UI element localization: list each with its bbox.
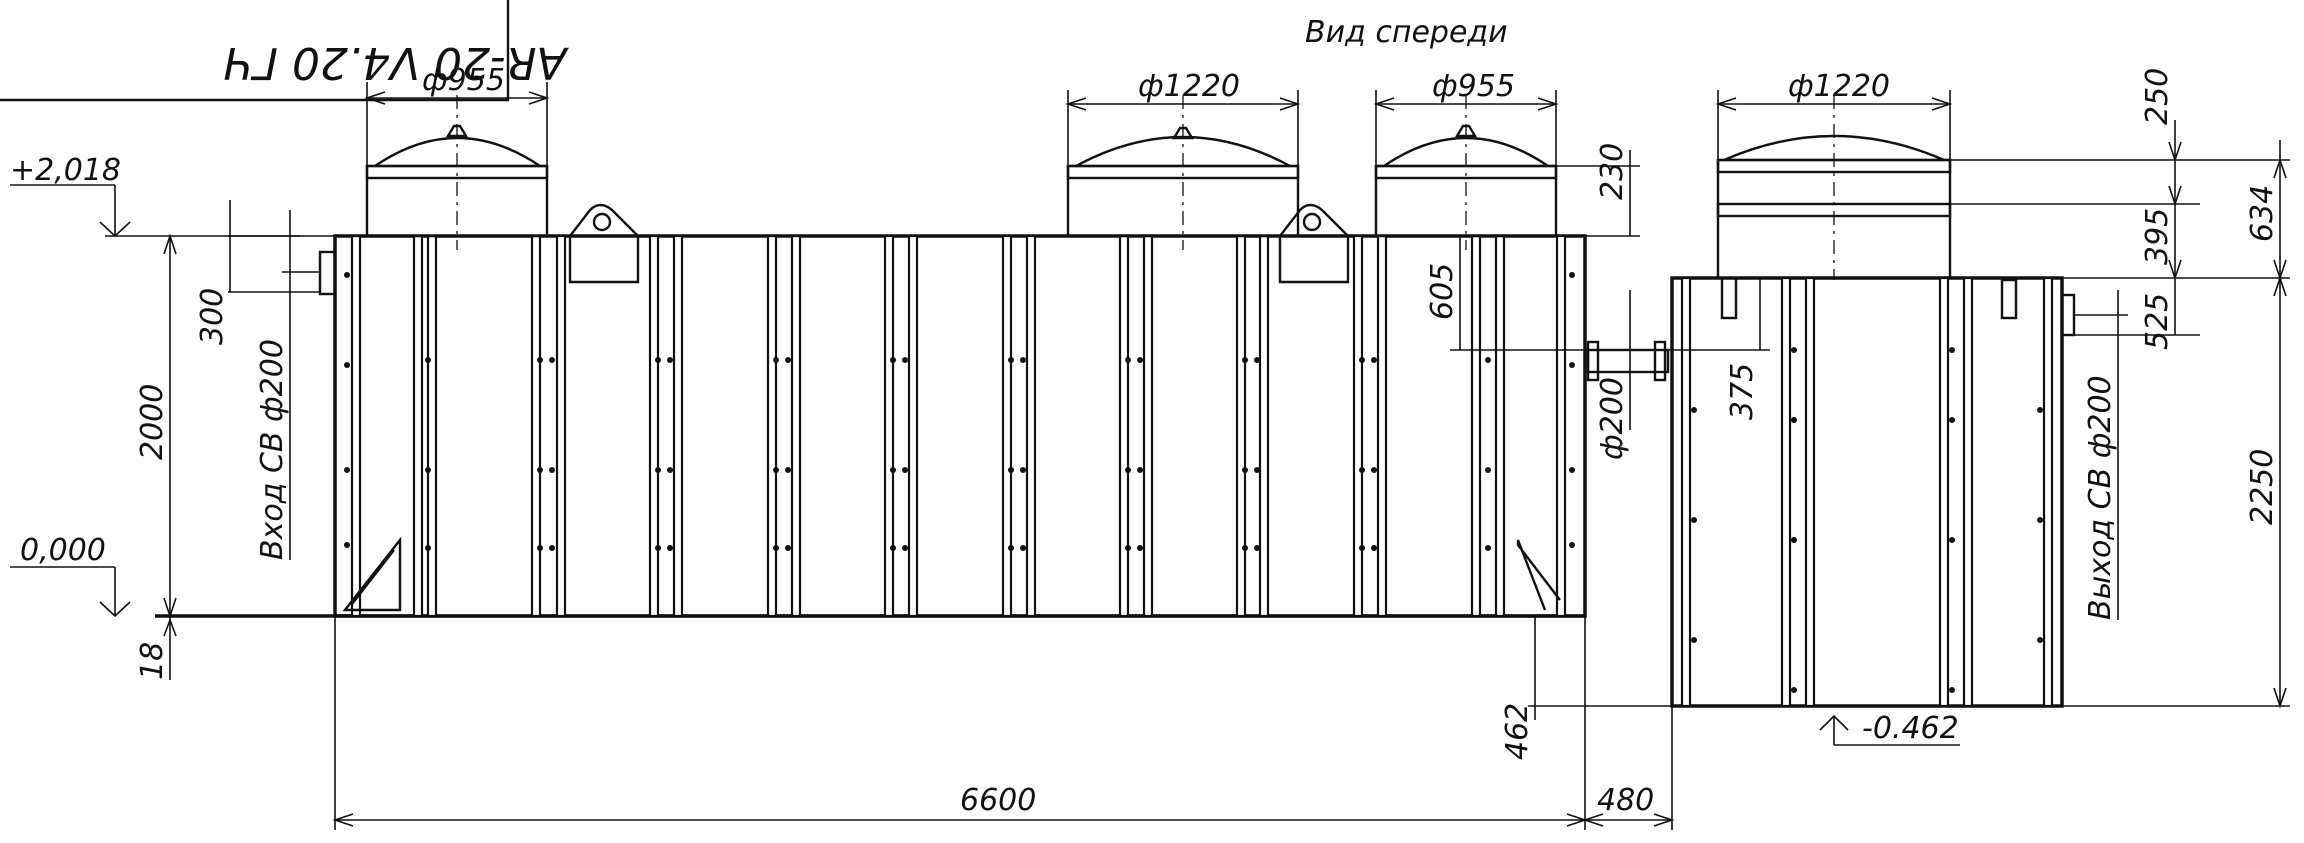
title-stamp-text: AR-20 V4.20 ГЧ: [223, 37, 569, 88]
dim-375: 375: [1725, 363, 1760, 420]
dimension-lines: [10, 82, 2290, 830]
inlet-label: Вход СВ ф200: [255, 339, 290, 560]
second-tank: [1670, 95, 2076, 708]
main-tank-bolts: [344, 272, 1575, 551]
hatch-left: [365, 95, 549, 250]
dim-230: 230: [1595, 143, 1630, 200]
dim-d1220-mid: ф1220: [1138, 69, 1240, 104]
dim-d955-left: ф955: [422, 63, 505, 98]
dim-462: 462: [1500, 703, 1535, 760]
lifting-lug-left: [568, 203, 640, 284]
dim-18: 18: [135, 642, 170, 680]
dim-pipe-d200: ф200: [1595, 377, 1630, 460]
view-title: Вид спереди: [1305, 15, 1508, 50]
dim-250: 250: [2140, 68, 2175, 125]
dim-2000: 2000: [135, 384, 170, 460]
dim-d955-right: ф955: [1432, 69, 1515, 104]
level-top: +2,018: [10, 153, 121, 188]
level-bottom: -0.462: [1862, 711, 1959, 746]
dim-480: 480: [1597, 783, 1654, 818]
connecting-pipe: [1586, 340, 1670, 382]
dim-2250: 2250: [2245, 449, 2280, 525]
dim-605: 605: [1425, 263, 1460, 320]
dim-300: 300: [195, 288, 230, 345]
inlet-pipe: [318, 250, 337, 296]
hatch-right: [1374, 95, 1558, 250]
dim-525: 525: [2140, 293, 2175, 350]
dim-634: 634: [2245, 185, 2280, 242]
main-tank-ribs: [350, 234, 1567, 618]
outlet-label: Выход СВ ф200: [2083, 375, 2118, 620]
dim-6600: 6600: [960, 783, 1036, 818]
lifting-lug-right: [1278, 203, 1350, 284]
dim-395: 395: [2140, 208, 2175, 265]
title-stamp: AR-20 V4.20 ГЧ: [0, 0, 570, 102]
dim-d1220-second: ф1220: [1788, 69, 1890, 104]
level-ground: 0,000: [20, 533, 106, 568]
outlet-pipe: [2060, 293, 2076, 337]
hatch-middle: [1066, 95, 1300, 250]
